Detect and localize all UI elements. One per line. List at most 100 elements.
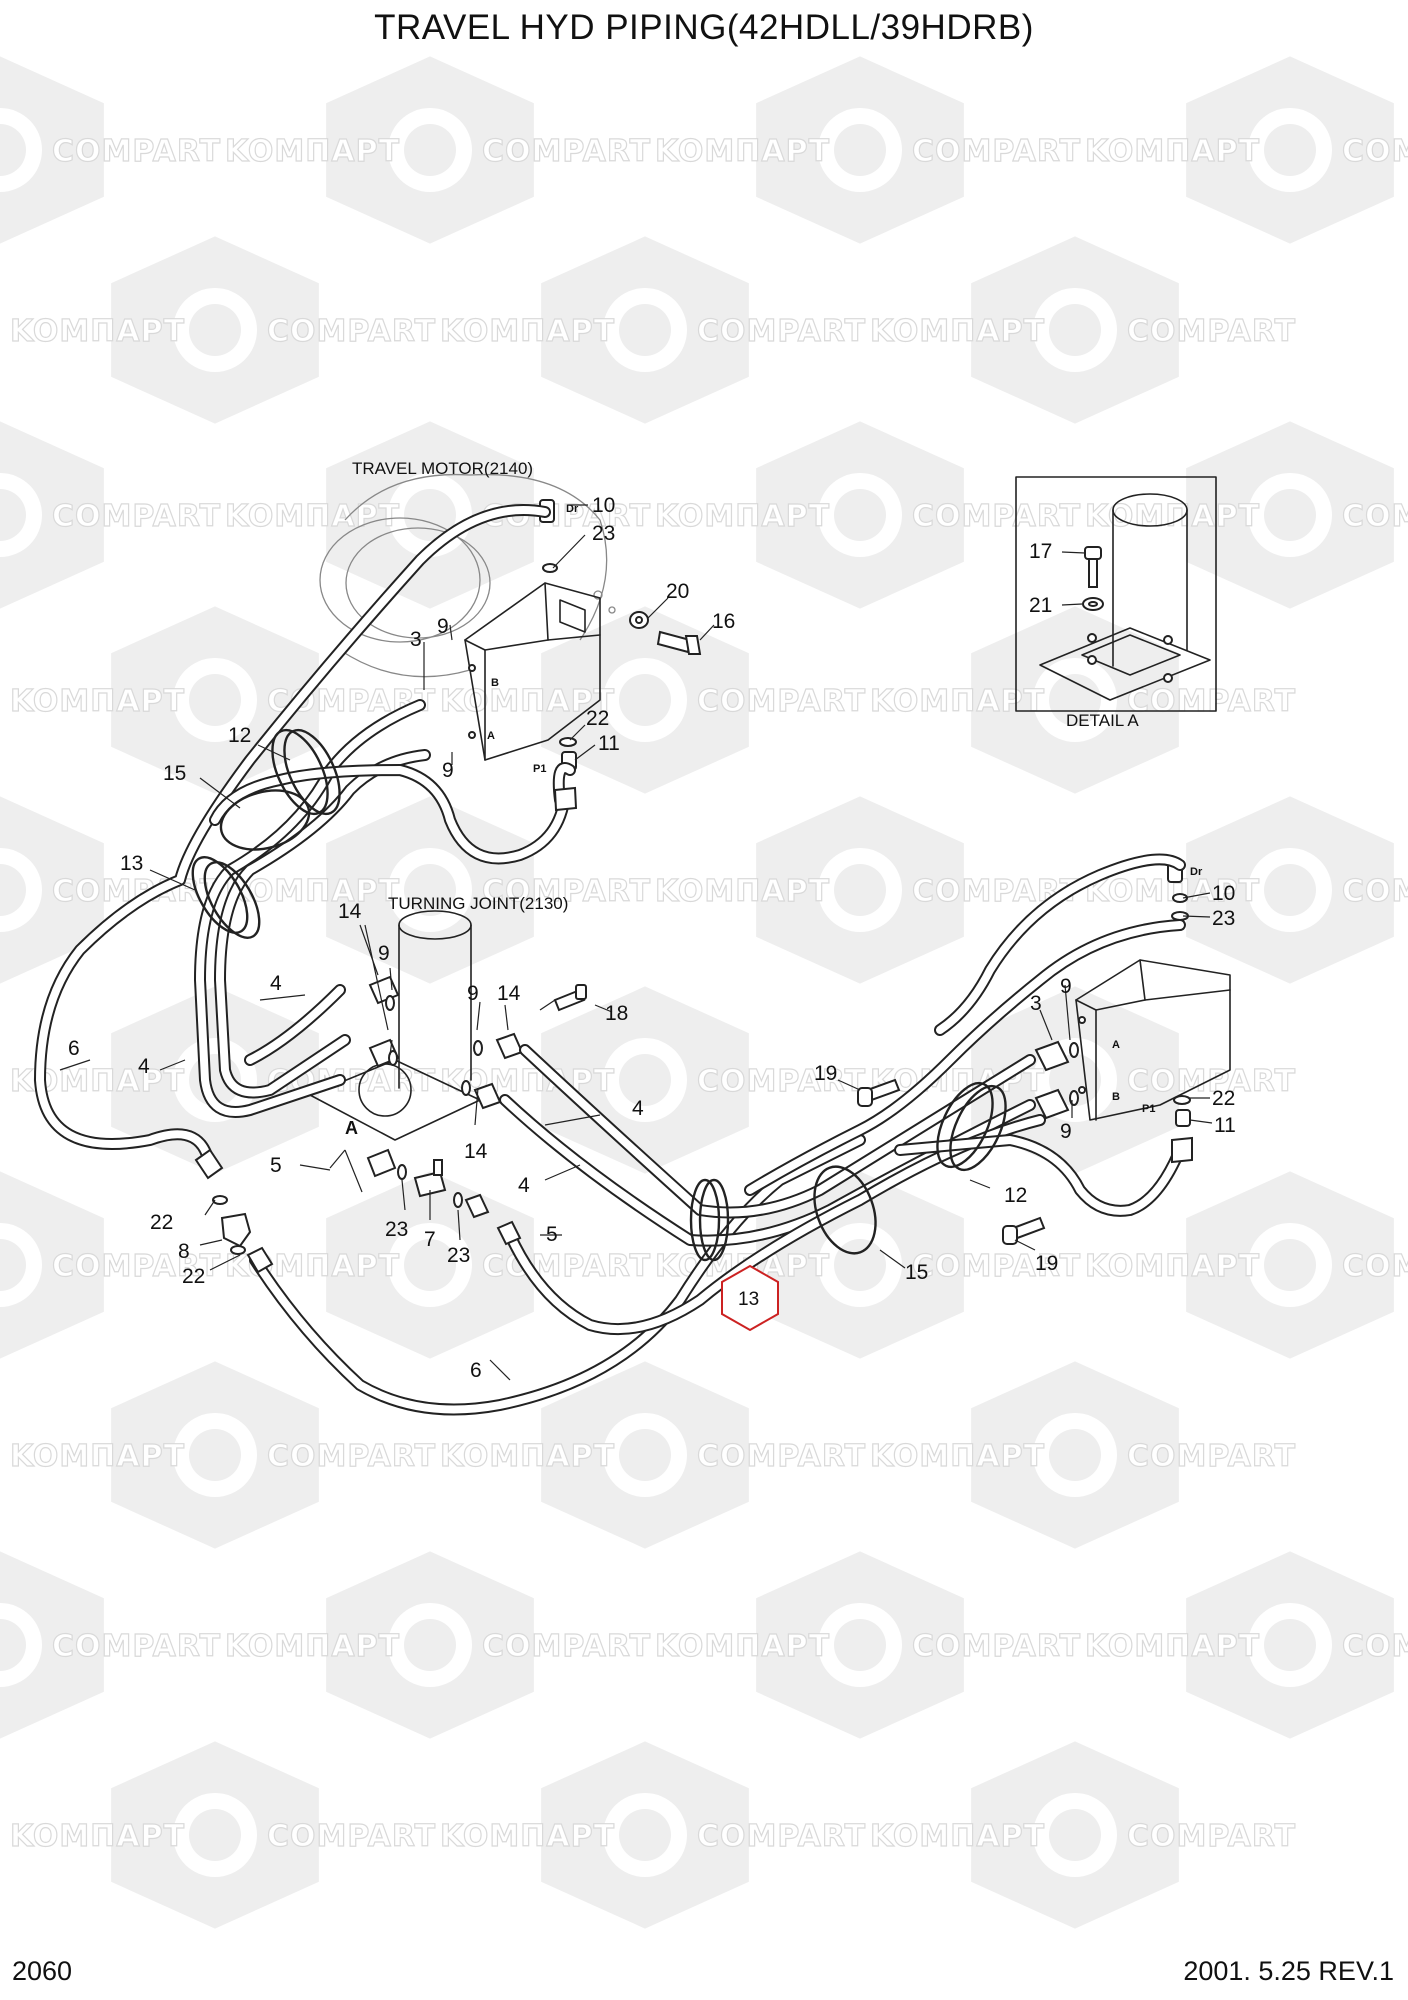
watermark-text-right: COMPART — [52, 499, 221, 534]
port-p1-label: P1 — [533, 763, 546, 775]
callout-22d: 22 — [182, 1265, 205, 1288]
leader-lines — [59, 504, 1213, 1381]
watermark-text-right: COMPART — [1127, 1819, 1296, 1854]
watermark-text-left: KOMПAPT — [10, 1439, 185, 1474]
callout-22: 22 — [586, 707, 609, 730]
watermark-text-left: KOMПAPT — [1085, 1629, 1260, 1664]
revision-date: 2001. 5.25 REV.1 — [1183, 1956, 1394, 1986]
watermark-text-left: KOMПAPT — [225, 1629, 400, 1664]
view-a-label: A — [345, 1118, 358, 1138]
watermark-text-right: COMPART — [1127, 1064, 1296, 1099]
callout-11: 11 — [598, 732, 620, 755]
watermark-text-left: KOMПAPT — [1085, 134, 1260, 169]
callout-9b: 9 — [442, 759, 454, 782]
watermark-text-right: COMPART — [912, 1629, 1081, 1664]
callout-22c: 22 — [150, 1211, 173, 1234]
callout-4c: 4 — [632, 1097, 644, 1120]
callout-15b: 15 — [905, 1261, 928, 1284]
hose-bundle — [34, 504, 1188, 1416]
watermark-text-right: COMPART — [1342, 1629, 1408, 1664]
watermark-text-right: COMPART — [267, 1064, 436, 1099]
callout-9e: 9 — [1060, 975, 1072, 998]
callout-19: 19 — [814, 1062, 837, 1085]
watermark-text-left: KOMПAPT — [870, 314, 1045, 349]
watermark-text-left: KOMПAPT — [440, 1439, 615, 1474]
detail-a-box: DETAIL A — [1015, 476, 1217, 730]
callout-10b: 10 — [1212, 882, 1235, 905]
watermark-text-left: KOMПAPT — [655, 499, 830, 534]
watermark-text-right: COMPART — [52, 134, 221, 169]
callout-23: 23 — [592, 522, 615, 545]
highlight-13-marker[interactable]: 13 — [721, 1264, 779, 1332]
watermark-tile: KOMПAPT COMPART — [1084, 56, 1408, 244]
watermark-text-left: KOMПAPT — [655, 874, 830, 909]
callout-22b: 22 — [1212, 1087, 1235, 1110]
callout-10: 10 — [592, 494, 615, 517]
callout-21: 21 — [1029, 594, 1052, 617]
clamp-group — [191, 728, 1007, 1262]
watermark-text-right: COMPART — [697, 314, 866, 349]
port-b-label: B — [491, 677, 499, 689]
port-a-label-right: A — [1112, 1039, 1120, 1051]
callout-20: 20 — [666, 580, 689, 603]
watermark-text-left: KOMПAPT — [655, 134, 830, 169]
callout-3b: 3 — [1030, 992, 1042, 1015]
callout-15: 15 — [163, 762, 186, 785]
watermark-text-right: COMPART — [697, 1064, 866, 1099]
turning-joint: A — [309, 910, 587, 1193]
watermark-text-right: COMPART — [1127, 684, 1296, 719]
callout-23b: 23 — [1212, 907, 1235, 930]
callout-5: 5 — [270, 1154, 282, 1177]
watermark-text-left: KOMПAPT — [870, 684, 1045, 719]
watermark-text-right: COMPART — [912, 499, 1081, 534]
callout-18: 18 — [605, 1002, 628, 1025]
watermark-text-right: COMPART — [1127, 314, 1296, 349]
watermark-text-right: COMPART — [1342, 134, 1408, 169]
watermark-text-left: KOMПAPT — [1085, 874, 1260, 909]
watermark-text-left: KOMПAPT — [870, 1439, 1045, 1474]
callout-7: 7 — [424, 1228, 436, 1251]
callout-14: 14 — [338, 900, 362, 923]
callout-4: 4 — [270, 972, 282, 995]
callout-9c: 9 — [378, 942, 390, 965]
page-number: 2060 — [12, 1956, 73, 1986]
port-a-label: A — [487, 730, 495, 742]
watermark-text-right: COMPART — [482, 1249, 651, 1284]
watermark-tile: KOMПAPT COMPART — [654, 421, 1081, 609]
port-dr-label-right: Dr — [1190, 866, 1203, 878]
highlight-13-label: 13 — [738, 1289, 759, 1310]
callout-6b: 6 — [470, 1359, 482, 1382]
callout-12: 12 — [228, 724, 251, 747]
callout-9: 9 — [437, 615, 449, 638]
watermark-text-right: COMPART — [912, 134, 1081, 169]
watermark-text-right: COMPART — [697, 684, 866, 719]
watermark-text-right: COMPART — [1342, 874, 1408, 909]
callout-19b: 19 — [1035, 1252, 1058, 1275]
turning-joint-label: TURNING JOINT(2130) — [388, 894, 568, 913]
callout-16: 16 — [712, 610, 735, 633]
watermark-tile: KOMПAPT COMPART — [1084, 796, 1408, 984]
port-p1-label-right: P1 — [1142, 1103, 1155, 1115]
watermark-text-left: KOMПAPT — [225, 874, 400, 909]
watermark-tile: KOMПAPT COMPART — [224, 796, 651, 984]
watermark-text-right: COMPART — [1342, 499, 1408, 534]
watermark-text-right: COMPART — [697, 1439, 866, 1474]
callout-4d: 4 — [518, 1174, 530, 1197]
watermark-text-right: COMPART — [482, 874, 651, 909]
callout-5b: 5 — [546, 1223, 558, 1246]
travel-motor-label: TRAVEL MOTOR(2140) — [352, 459, 533, 478]
